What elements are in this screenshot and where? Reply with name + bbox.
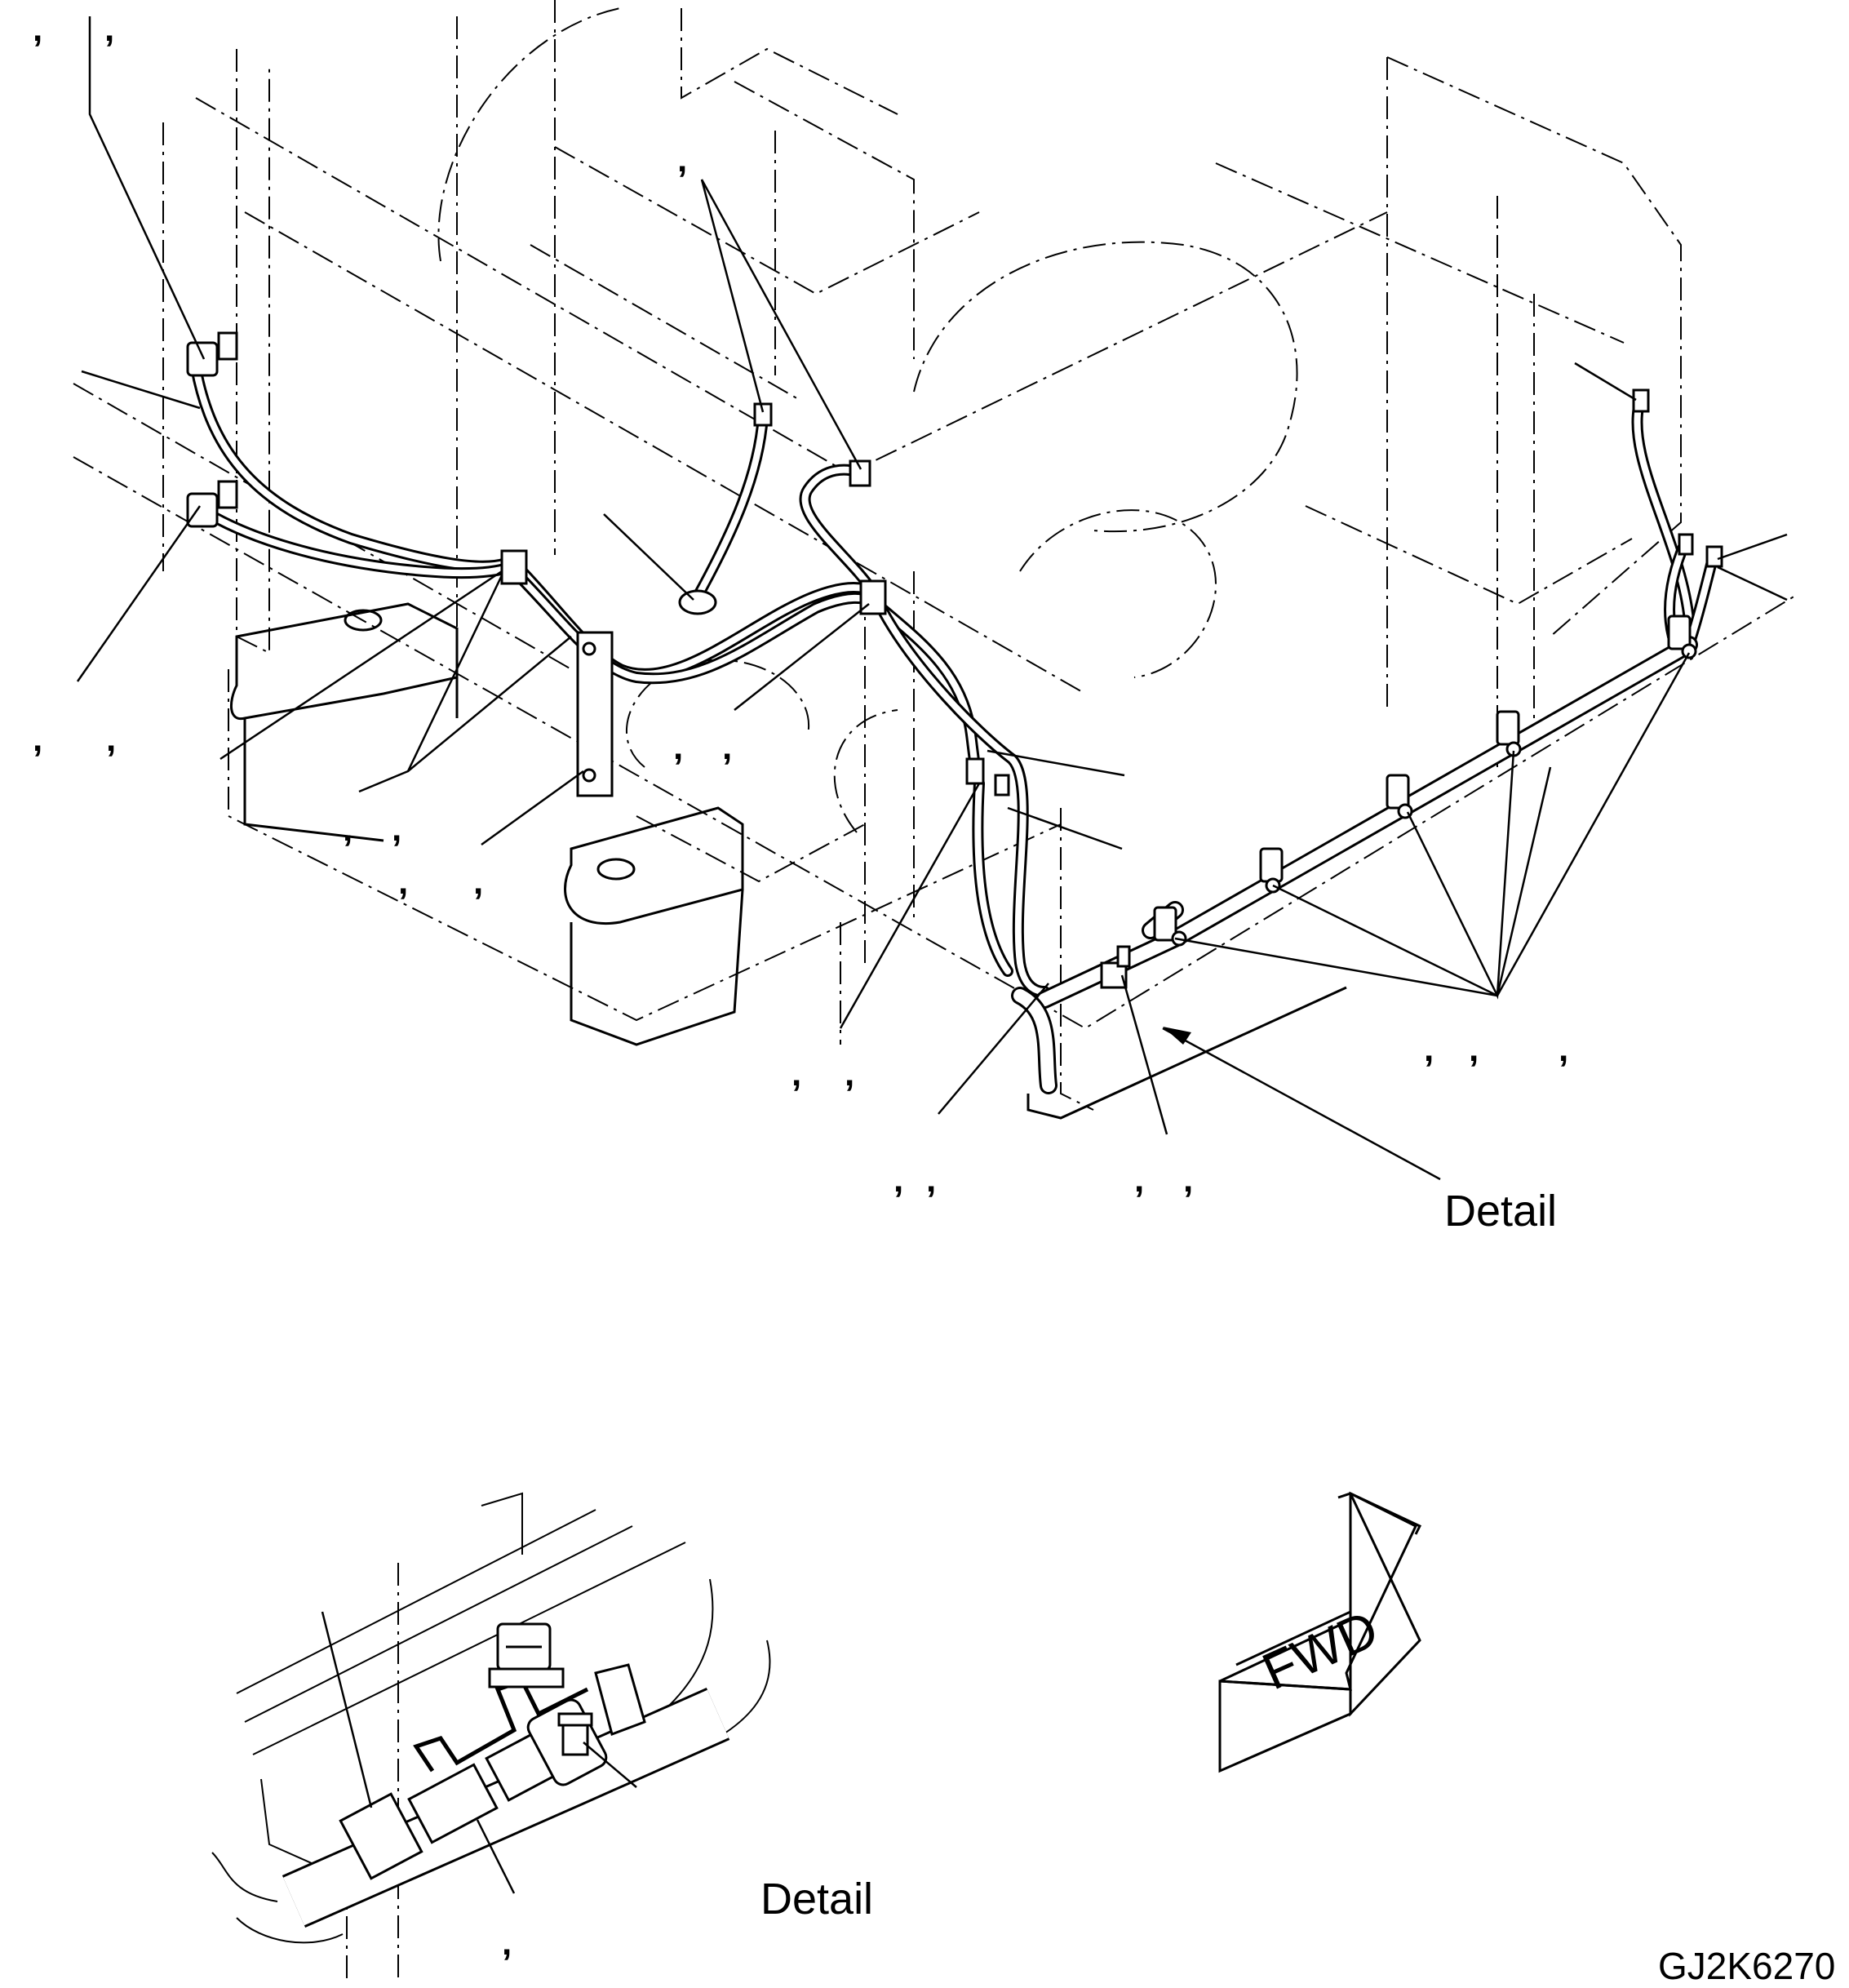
callout-comma: , [502, 1923, 512, 1963]
fwd-arrow [1218, 1491, 1422, 1773]
detail-inset-label: Detail [760, 1875, 873, 1924]
callout-comma: , [33, 9, 42, 49]
callout-comma: , [473, 862, 483, 902]
callout-comma: , [33, 719, 42, 759]
fittings [186, 331, 1723, 797]
leader-lines [76, 16, 1788, 1181]
callout-comma: , [926, 1160, 936, 1200]
callout-comma: , [398, 862, 408, 902]
detail-inset [211, 1492, 771, 1983]
callout-comma: , [343, 809, 353, 849]
callout-comma: , [722, 727, 732, 767]
text-labels: Detail Detail GJ2K6270 FWD , , , , , , ,… [33, 9, 1835, 1987]
callout-comma: , [791, 1054, 801, 1094]
callout-comma: , [1134, 1160, 1144, 1200]
drawing-code: GJ2K6270 [1658, 1945, 1835, 1984]
callout-comma: , [104, 9, 114, 49]
callout-comma: , [392, 809, 401, 849]
lower-pipe [1011, 636, 1698, 1094]
machine-outline [73, 0, 1796, 1111]
callout-comma: , [106, 719, 116, 759]
callout-comma: , [673, 727, 683, 767]
callout-comma: , [1183, 1160, 1193, 1200]
callout-comma: , [1424, 1029, 1434, 1069]
hydraulic-hoses [190, 362, 1719, 997]
callout-comma: , [845, 1054, 854, 1094]
callout-comma: , [893, 1160, 903, 1200]
callout-comma: , [1469, 1029, 1479, 1069]
callout-comma: , [677, 140, 687, 180]
callout-comma: , [1559, 1029, 1568, 1069]
detail-main-label: Detail [1444, 1187, 1557, 1236]
